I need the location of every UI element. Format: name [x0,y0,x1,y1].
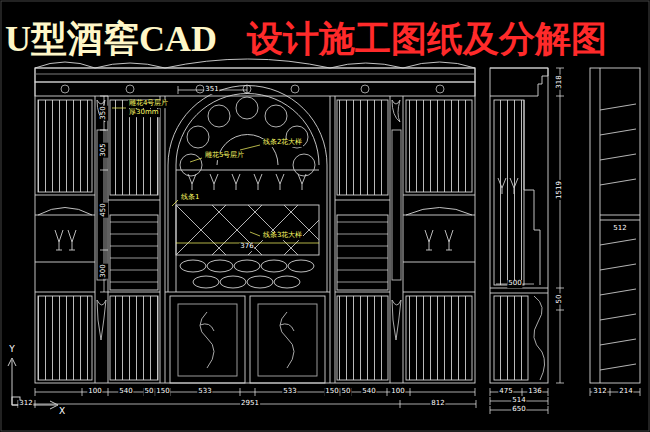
note: 雕花5号层片 [204,152,245,160]
dimension: 533 [282,388,297,396]
dimension: 50 [341,388,352,396]
dimension: 812 [430,400,445,408]
note: 线条2花大样 [262,139,303,147]
dimension: 2951 [240,400,260,408]
dimension: 650 [511,406,526,414]
dimension: 100 [390,388,405,396]
dimension: 305 [100,142,108,157]
dimension: 136 [527,388,542,396]
dimension: 318 [556,74,564,89]
dimension: 300 [100,263,108,278]
dimension: 50 [556,294,564,305]
dimension: 514 [511,397,526,405]
dimension: 351 [204,86,219,94]
note: 厚30mm [128,109,160,117]
dimension: 376 [239,243,254,251]
dimension: 50 [144,388,155,396]
dimension: 150 [324,388,339,396]
dimension: 450 [100,202,108,217]
dimension: 312 [18,400,33,408]
axis-label: X [58,407,66,417]
dimension: 214 [618,388,633,396]
dimension: 540 [118,388,133,396]
axis-label: Y [8,345,16,355]
dimension: 540 [361,388,376,396]
dimension: 533 [197,388,212,396]
dimension: 512 [612,225,627,233]
dimension: 150 [155,388,170,396]
dimension: 1519 [556,180,564,200]
dimension: 475 [498,388,513,396]
note: 线条1 [180,194,200,202]
dimension: 350 [100,105,108,120]
dimension: 500 [507,280,522,288]
note: 雕花4号层片 [128,100,169,108]
note: 线条3花大样 [262,232,303,240]
title: U型酒窖CAD [4,20,218,60]
dimension: 312 [592,388,607,396]
heading-part: 设计施工图纸及分解图 [246,20,608,60]
dimension: 100 [87,388,102,396]
